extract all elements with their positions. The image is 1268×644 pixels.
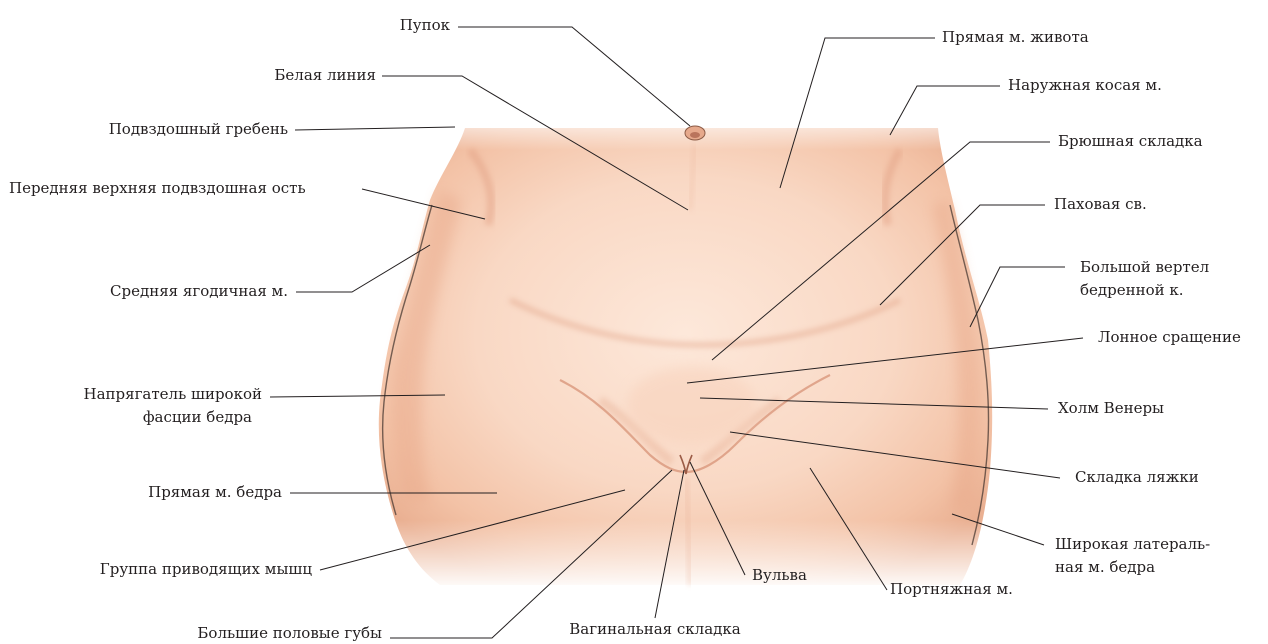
body-silhouette xyxy=(379,128,992,585)
label-trochanter-line2: бедренной к. xyxy=(1080,281,1184,300)
label-mons-veneris: Холм Венеры xyxy=(1058,399,1164,418)
label-external-oblique: Наружная косая м. xyxy=(1008,76,1162,95)
label-pubic-symphysis: Лонное сращение xyxy=(1098,328,1241,347)
label-rectus-femoris: Прямая м. бедра xyxy=(20,483,282,502)
label-vaginal-fold: Вагинальная складка xyxy=(545,620,765,639)
label-vastus-line1: Широкая латераль- xyxy=(1055,535,1210,554)
label-linea-alba: Белая линия xyxy=(220,66,376,85)
label-umbilicus: Пупок xyxy=(330,16,450,35)
label-vulva: Вульва xyxy=(752,566,807,585)
label-groin-fold: Складка ляжки xyxy=(1075,468,1199,487)
label-asis: Передняя верхняя подвздошная ость xyxy=(9,179,306,198)
label-inguinal-ligament: Паховая св. xyxy=(1054,195,1147,214)
label-adductors: Группа приводящих мышц xyxy=(20,560,312,579)
label-tfl-line2: фасции бедра xyxy=(10,408,252,427)
label-gluteus-medius: Средняя ягодичная м. xyxy=(20,282,288,301)
label-trochanter-line1: Большой вертел xyxy=(1080,258,1209,277)
label-sartorius: Портняжная м. xyxy=(890,580,1013,599)
label-rectus-abdominis: Прямая м. живота xyxy=(942,28,1089,47)
label-labia-majora: Большие половые губы xyxy=(60,624,382,643)
label-tfl-line1: Напрягатель широкой xyxy=(10,385,262,404)
label-abdominal-fold: Брюшная складка xyxy=(1058,132,1203,151)
label-iliac-crest: Подвздошный гребень xyxy=(20,120,288,139)
label-vastus-line2: ная м. бедра xyxy=(1055,558,1155,577)
